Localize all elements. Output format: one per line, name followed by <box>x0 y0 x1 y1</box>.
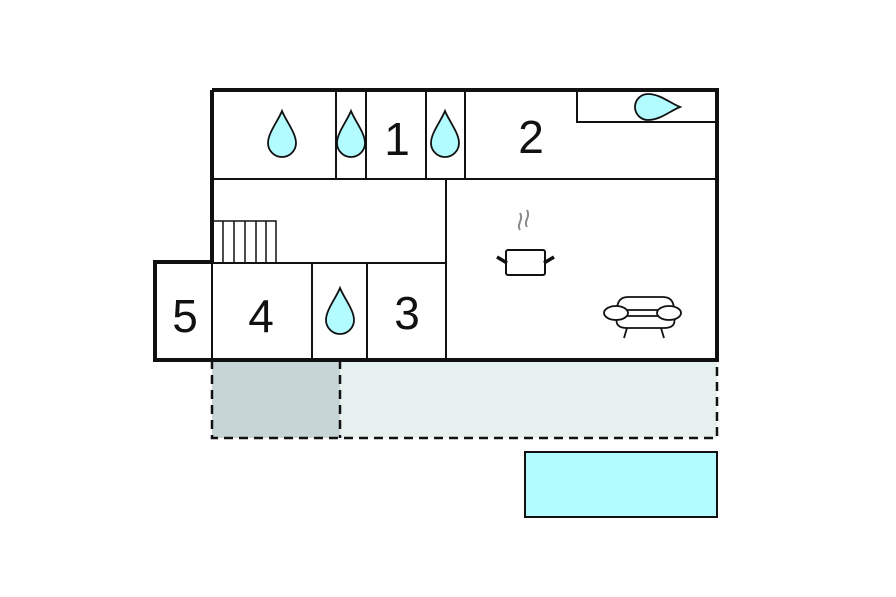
covered-terrace <box>212 360 340 438</box>
water-drop-icon <box>325 285 355 335</box>
kitchen-pot-icon <box>496 209 555 276</box>
room-label-2: 2 <box>518 111 544 163</box>
room-label-3: 3 <box>394 287 420 339</box>
room-label-1: 1 <box>384 113 410 165</box>
water-drop-icon <box>267 108 297 158</box>
room-label-5: 5 <box>172 290 198 342</box>
water-drop-icon <box>336 108 366 158</box>
terrace-dashed-outline <box>210 360 719 440</box>
terrace <box>340 360 717 438</box>
stairs-icon <box>213 220 277 263</box>
room-label-4: 4 <box>248 290 274 342</box>
water-drop-icon <box>430 108 460 158</box>
outer-walls <box>153 88 719 362</box>
sofa-icon <box>603 296 682 339</box>
pool <box>524 451 718 518</box>
inner-walls <box>211 90 717 360</box>
water-drop-icon <box>634 93 683 121</box>
